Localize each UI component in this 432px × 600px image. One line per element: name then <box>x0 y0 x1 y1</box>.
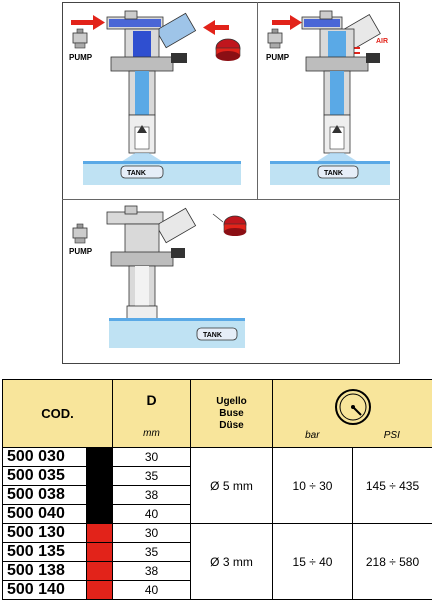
psi-value: 145 ÷ 435 <box>352 447 432 524</box>
nozzle-value: Ø 3 mm <box>190 523 273 600</box>
red-arrow-left <box>203 20 229 35</box>
header-cod: COD. <box>2 379 113 448</box>
pump-tap-icon <box>267 28 283 49</box>
bar-value: 15 ÷ 40 <box>272 523 353 600</box>
diagram-panel-1: PUMP TANK <box>69 10 241 185</box>
d-value: 30 <box>112 447 191 467</box>
pump-tap-icon <box>72 28 88 49</box>
red-inlet-arrow <box>71 15 105 30</box>
diagram-divider-vertical <box>257 2 258 199</box>
diagram-panel-2: PUMP AIR TANK <box>266 10 390 185</box>
diagram-divider-horizontal <box>62 199 400 200</box>
pump-label: PUMP <box>69 53 93 62</box>
header-d-label: D <box>146 392 157 408</box>
code-cell: 500 138 <box>2 561 87 581</box>
d-value: 35 <box>112 466 191 486</box>
table-row: 500 038 38 <box>2 485 432 505</box>
table-row: 500 135 35 <box>2 542 432 562</box>
color-swatch-red <box>86 561 113 581</box>
pump-label: PUMP <box>266 53 290 62</box>
code-cell: 500 135 <box>2 542 87 562</box>
d-value: 38 <box>112 485 191 505</box>
header-nozzle-line-3: Düse <box>219 419 244 431</box>
header-d-unit: mm <box>143 428 160 439</box>
tank-label: TANK <box>127 170 146 177</box>
table-row: 500 130 30 Ø 3 mm 15 ÷ 40 218 ÷ 580 <box>2 523 432 600</box>
d-value: 40 <box>112 504 191 524</box>
header-bar-unit: bar <box>305 430 320 441</box>
header-d: D mm <box>112 379 191 448</box>
red-knob <box>212 213 247 236</box>
psi-value: 218 ÷ 580 <box>352 523 432 600</box>
table-row: 500 140 40 <box>2 580 432 600</box>
tank-label: TANK <box>203 332 222 339</box>
code-cell: 500 035 <box>2 466 87 486</box>
air-label: AIR <box>376 38 388 45</box>
header-nozzle: Ugello Buse Düse <box>190 379 273 448</box>
color-swatch-black <box>86 485 113 505</box>
color-swatch-black <box>86 447 113 467</box>
table-row: 500 035 35 <box>2 466 432 486</box>
color-swatch-black <box>86 466 113 486</box>
color-swatch-red <box>86 542 113 562</box>
table-row: 500 138 38 <box>2 561 432 581</box>
color-swatch-red <box>86 580 113 600</box>
table-row: 500 040 40 <box>2 504 432 524</box>
pressure-gauge-icon <box>334 389 371 425</box>
bar-value: 10 ÷ 30 <box>272 447 353 524</box>
red-inlet-arrow <box>272 15 302 30</box>
code-cell: 500 040 <box>2 504 87 524</box>
header-pressure: bar PSI <box>272 379 432 448</box>
header-psi-unit: PSI <box>383 430 400 441</box>
d-value: 38 <box>112 561 191 581</box>
color-swatch-black <box>86 504 113 524</box>
d-value: 30 <box>112 523 191 543</box>
header-nozzle-line-2: Buse <box>219 407 244 419</box>
header-cod-label: COD. <box>41 406 74 421</box>
code-cell: 500 030 <box>2 447 87 467</box>
tank-label: TANK <box>324 170 343 177</box>
color-swatch-red <box>86 523 113 543</box>
header-nozzle-line-1: Ugello <box>216 395 247 407</box>
d-value: 40 <box>112 580 191 600</box>
table-header-row: COD. D mm Ugello Buse Düse bar PSI <box>2 379 432 448</box>
red-knob <box>215 38 241 61</box>
pump-tap-icon <box>72 223 88 244</box>
diagram-panel-3: PUMP TANK <box>69 205 247 348</box>
code-cell: 500 038 <box>2 485 87 505</box>
spec-table: COD. D mm Ugello Buse Düse bar PSI 500 0… <box>2 379 432 600</box>
code-cell: 500 140 <box>2 580 87 600</box>
pump-label: PUMP <box>69 247 93 256</box>
d-value: 35 <box>112 542 191 562</box>
nozzle-value: Ø 5 mm <box>190 447 273 524</box>
code-cell: 500 130 <box>2 523 87 543</box>
table-row: 500 030 30 Ø 5 mm 10 ÷ 30 145 ÷ 435 <box>2 447 432 524</box>
